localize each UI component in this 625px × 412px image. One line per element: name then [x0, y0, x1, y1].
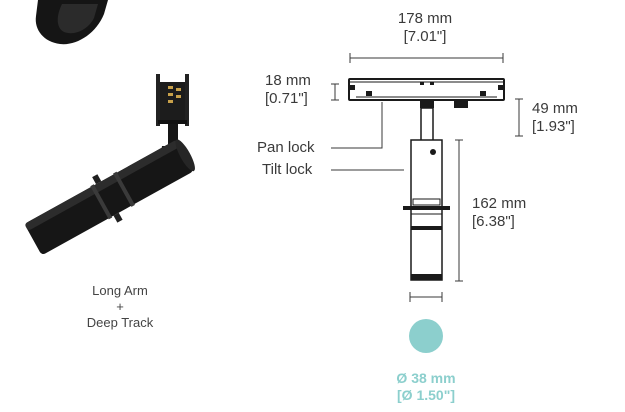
caption-line-2: +: [116, 299, 124, 314]
track-height-mm: 18 mm: [265, 72, 311, 89]
diameter-dot: [409, 319, 443, 353]
fixture-side-view: [348, 78, 505, 281]
arm-offset-mm: 49 mm: [532, 100, 578, 117]
head-length-mm: 162 mm: [472, 195, 527, 212]
caption-line-3: Deep Track: [86, 315, 154, 330]
technical-drawing: [331, 53, 523, 302]
track-height-inch: [0.71"]: [265, 90, 308, 107]
caption-line-1: Long Arm: [92, 283, 148, 298]
tilt-lock-label: Tilt lock: [262, 161, 313, 178]
pan-lock-label: Pan lock: [257, 139, 315, 156]
diameter-mm: Ø 38 mm: [396, 370, 456, 386]
width-inch: [7.01"]: [403, 28, 447, 45]
head-length-label: 162 mm [6.38"]: [472, 195, 526, 231]
diameter-label: Ø 38 mm [Ø 1.50"]: [366, 370, 486, 404]
arm-offset-label: 49 mm [1.93"]: [532, 100, 578, 136]
width-mm: 178 mm: [397, 10, 453, 27]
head-length-inch: [6.38"]: [472, 213, 515, 230]
product-photo: [25, 74, 195, 254]
product-caption: Long Arm + Deep Track: [60, 283, 180, 331]
arm-offset-inch: [1.93"]: [532, 118, 575, 135]
width-dimension-label: 178 mm [7.01"]: [370, 10, 480, 46]
diameter-inch: [Ø 1.50"]: [397, 387, 455, 403]
track-height-label: 18 mm [0.71"]: [265, 72, 311, 108]
fixture-head-cropped: [35, 0, 108, 45]
